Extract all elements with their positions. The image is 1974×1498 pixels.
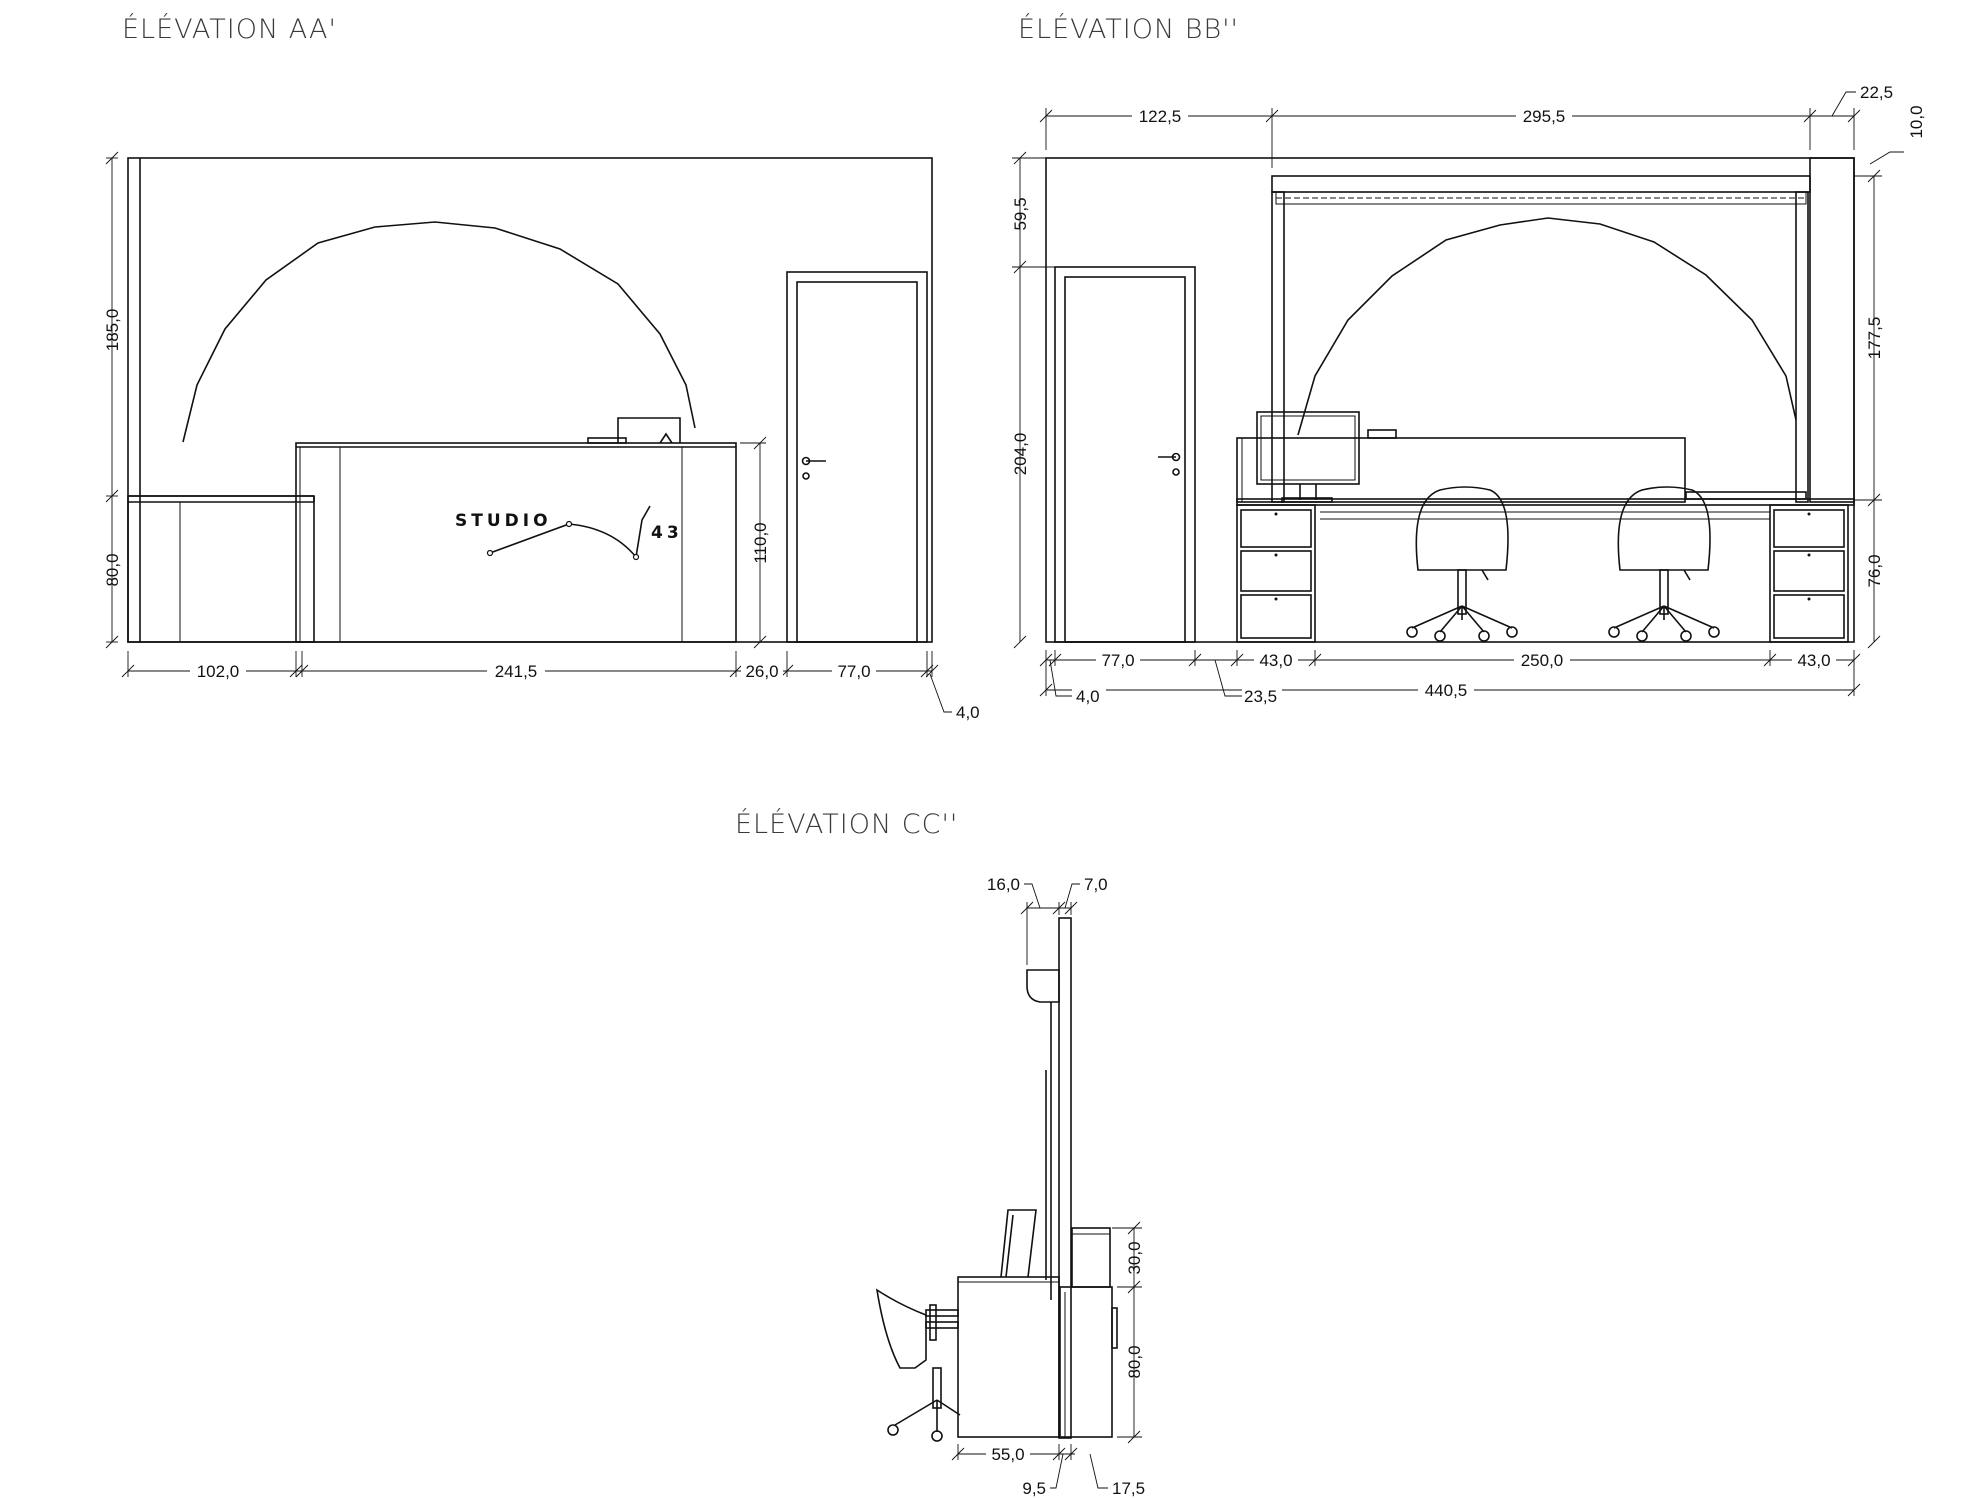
bb-door-leaf	[1064, 276, 1186, 643]
aa-desk-lamp	[617, 417, 681, 443]
bb-dim-440: 440,5	[1425, 681, 1468, 700]
bb-dim-4: 4,0	[1076, 687, 1100, 706]
aa-left-cabinet	[127, 495, 315, 643]
bb-dim-43-right: 43,0	[1797, 651, 1830, 670]
cc-dim-7: 7,0	[1084, 875, 1108, 894]
aa-reception-desk	[295, 442, 737, 643]
bb-left-drawer-unit	[1236, 504, 1316, 643]
bb-dim-10: 10,0	[1907, 105, 1926, 138]
cc-monitor	[1000, 1209, 1037, 1278]
bb-desk-back-panel	[1236, 437, 1686, 503]
bb-dim-23: 23,5	[1244, 687, 1277, 706]
bb-dome-arch	[1297, 217, 1797, 436]
bb-right-post	[1795, 191, 1809, 503]
cc-dim-30: 30,0	[1125, 1241, 1144, 1274]
bb-dim-43-left: 43,0	[1259, 651, 1292, 670]
cc-dim-9: 9,5	[1022, 1479, 1046, 1498]
aa-door-frame	[786, 271, 928, 643]
aa-dim-4: 4,0	[956, 703, 980, 722]
cc-dim-17: 17,5	[1112, 1479, 1145, 1498]
bb-office-chair-1	[1406, 486, 1518, 642]
bb-dim-77: 77,0	[1101, 651, 1134, 670]
cc-upper-storage	[1071, 1227, 1111, 1288]
aa-dim-185: 185,0	[103, 309, 122, 352]
bb-office-chair-2	[1608, 486, 1720, 642]
cc-dim-55: 55,0	[991, 1445, 1024, 1464]
bb-dim-295: 295,5	[1523, 107, 1566, 126]
bb-monitor	[1256, 411, 1360, 485]
aa-dim-241: 241,5	[495, 662, 538, 681]
bb-canopy-top	[1271, 175, 1811, 193]
cc-dim-16: 16,0	[987, 875, 1020, 894]
aa-studio-logo: STUDIO 43	[455, 505, 683, 561]
aa-door-leaf	[796, 281, 918, 643]
aa-dim-26: 26,0	[745, 662, 778, 681]
aa-dim-102: 102,0	[197, 662, 240, 681]
cc-storage-cabinet	[1059, 1286, 1113, 1438]
bb-dim-177: 177,5	[1865, 317, 1884, 360]
cc-top-shelf	[1026, 969, 1060, 1003]
bb-right-drawer-unit	[1769, 504, 1849, 643]
bb-side-column	[1809, 157, 1855, 503]
aa-dim-110: 110,0	[751, 522, 770, 563]
bb-dim-204: 204,0	[1011, 433, 1030, 476]
cc-dim-80: 80,0	[1125, 1345, 1144, 1378]
bb-dim-59: 59,5	[1011, 197, 1030, 230]
title-elevation-aa: ÉLÉVATION AA'	[122, 13, 337, 45]
bb-dim-122: 122,5	[1139, 107, 1182, 126]
aa-wall-outline	[127, 157, 933, 643]
logo-word: STUDIO	[455, 511, 552, 531]
title-elevation-cc: ÉLÉVATION CC''	[735, 808, 958, 840]
aa-dim-77: 77,0	[837, 662, 870, 681]
elevation-aa: STUDIO 43 185,0 80,0 110,0	[103, 151, 980, 722]
aa-dim-80: 80,0	[103, 553, 122, 586]
elevation-bb: 122,5 295,5 22,5 10,0 59,5 204,0 177,5 7…	[1011, 83, 1926, 706]
cc-desk	[957, 1276, 1060, 1438]
bb-left-post	[1271, 191, 1285, 503]
cc-office-chair	[875, 1288, 961, 1442]
bb-dim-76: 76,0	[1865, 554, 1884, 587]
title-elevation-bb: ÉLÉVATION BB''	[1018, 13, 1239, 45]
aa-dome-arch	[182, 221, 696, 443]
elevation-cc: 16,0 7,0 30,0 80,0 55,0 9,5 17,5	[875, 875, 1145, 1498]
logo-number: 43	[651, 523, 683, 543]
bb-dim-250: 250,0	[1521, 651, 1564, 670]
cc-partition	[1058, 917, 1072, 1439]
bb-desk-top	[1236, 498, 1855, 506]
bb-dim-22: 22,5	[1860, 83, 1893, 102]
